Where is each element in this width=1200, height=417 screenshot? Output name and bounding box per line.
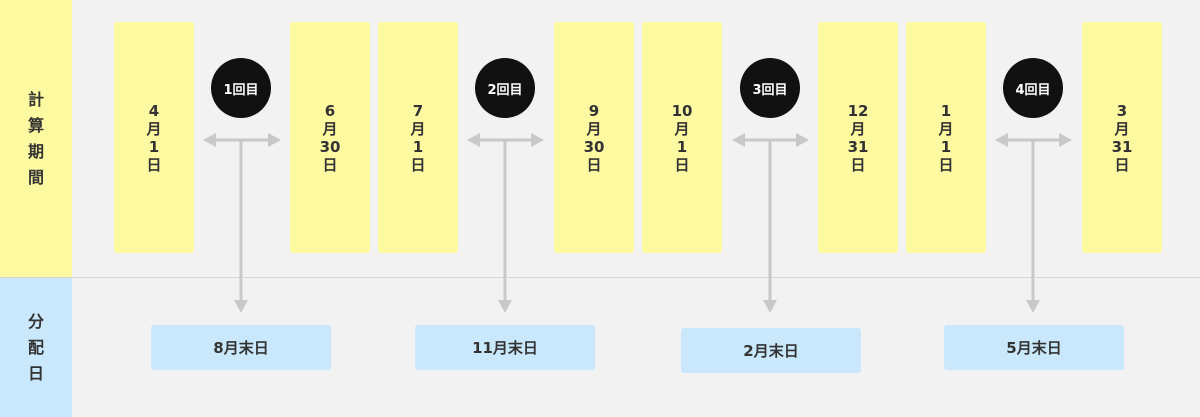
date-part: 日 xyxy=(674,155,690,174)
distribution-label: 5月末日 xyxy=(1006,339,1062,357)
period-1-distribution-date: 8月末日 xyxy=(151,325,331,370)
date-part: 日 xyxy=(1114,155,1130,174)
distribution-date-char: 日 xyxy=(27,363,44,383)
date-part: 1 xyxy=(940,101,952,120)
date-part: 日 xyxy=(586,155,602,174)
period-1-end-date: 6 月 30 日 xyxy=(290,22,370,253)
period-4-round-badge: 4回目 xyxy=(1003,58,1063,118)
round-label: 1回目 xyxy=(223,82,259,98)
date-part: 1 xyxy=(676,137,688,156)
date-part: 日 xyxy=(938,155,954,174)
row-divider xyxy=(0,277,1200,278)
date-part: 3 xyxy=(1116,101,1128,120)
date-part: 10 xyxy=(671,101,693,120)
period-2-round-badge: 2回目 xyxy=(475,58,535,118)
period-1-round-badge: 1回目 xyxy=(211,58,271,118)
date-part: 1 xyxy=(148,137,160,156)
date-part: 7 xyxy=(412,101,424,120)
round-label: 2回目 xyxy=(487,82,523,98)
date-part: 4 xyxy=(148,101,160,120)
period-2-start-date: 7 月 1 日 xyxy=(378,22,458,253)
period-3-arrows xyxy=(732,133,809,313)
date-part: 月 xyxy=(1114,119,1130,138)
period-4-start-date: 1 月 1 日 xyxy=(906,22,986,253)
calc-period-char: 期 xyxy=(27,141,44,161)
date-part: 1 xyxy=(412,137,424,156)
date-part: 1 xyxy=(940,137,952,156)
date-part: 月 xyxy=(410,119,426,138)
distribution-label: 2月末日 xyxy=(743,342,799,360)
period-1-arrows xyxy=(203,133,281,313)
date-part: 30 xyxy=(319,137,341,156)
distribution-label: 11月末日 xyxy=(472,339,538,357)
period-2-distribution-date: 11月末日 xyxy=(415,325,595,370)
period-3-distribution-date: 2月末日 xyxy=(681,328,861,373)
period-2-end-date: 9 月 30 日 xyxy=(554,22,634,253)
period-2-arrows xyxy=(467,133,544,313)
calc-period-char: 間 xyxy=(27,167,44,187)
date-part: 31 xyxy=(1111,137,1133,156)
date-part: 日 xyxy=(146,155,162,174)
period-1-start-date: 4 月 1 日 xyxy=(114,22,194,253)
date-part: 日 xyxy=(850,155,866,174)
period-3-round-badge: 3回目 xyxy=(740,58,800,118)
round-label: 4回目 xyxy=(1015,82,1051,98)
calc-period-char: 計 xyxy=(27,89,44,109)
date-part: 30 xyxy=(583,137,605,156)
calc-period-char: 算 xyxy=(27,115,44,135)
date-part: 日 xyxy=(410,155,426,174)
date-part: 月 xyxy=(322,119,338,138)
date-part: 日 xyxy=(322,155,338,174)
date-part: 31 xyxy=(847,137,869,156)
period-4-distribution-date: 5月末日 xyxy=(944,325,1124,370)
distribution-date-label: 分 配 日 xyxy=(0,278,72,417)
distribution-date-char: 分 xyxy=(27,311,44,331)
date-part: 6 xyxy=(324,101,336,120)
date-part: 月 xyxy=(850,119,866,138)
date-part: 12 xyxy=(847,101,869,120)
date-part: 9 xyxy=(588,101,600,120)
period-3-start-date: 10 月 1 日 xyxy=(642,22,722,253)
date-part: 月 xyxy=(146,119,162,138)
period-3-end-date: 12 月 31 日 xyxy=(818,22,898,253)
round-label: 3回目 xyxy=(752,82,788,98)
distribution-date-char: 配 xyxy=(27,337,44,357)
distribution-label: 8月末日 xyxy=(213,339,269,357)
period-4-arrows xyxy=(995,133,1072,313)
calc-period-label: 計 算 期 間 xyxy=(0,0,72,277)
period-4-end-date: 3 月 31 日 xyxy=(1082,22,1162,253)
date-part: 月 xyxy=(674,119,690,138)
date-part: 月 xyxy=(586,119,602,138)
date-part: 月 xyxy=(938,119,954,138)
